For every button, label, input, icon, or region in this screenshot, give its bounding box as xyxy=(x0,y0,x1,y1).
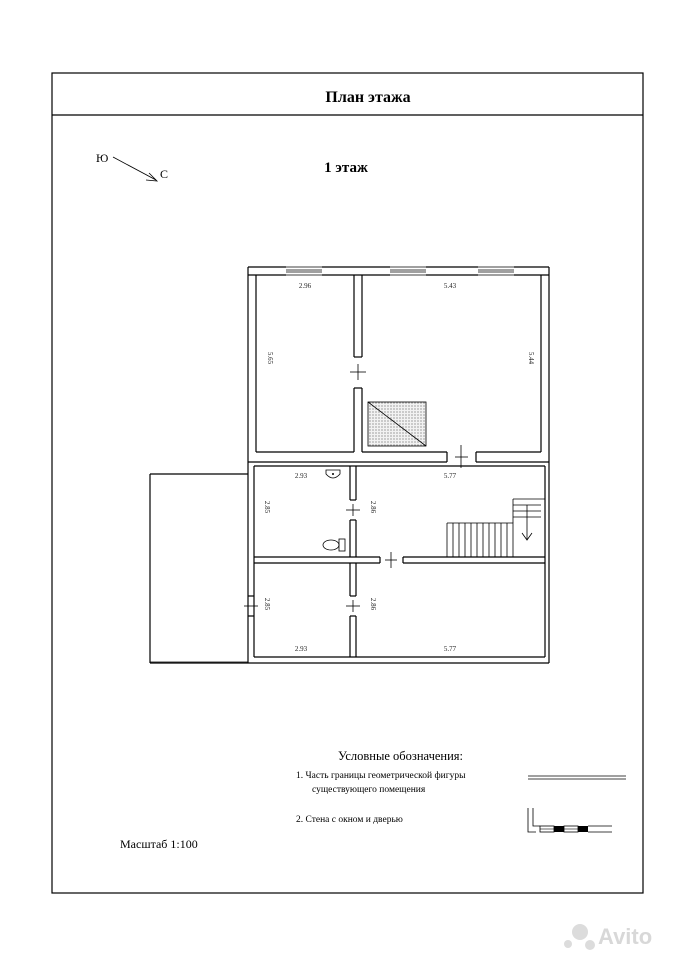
dim-room6-height: 2.86 xyxy=(369,598,377,611)
floor-label: 1 этаж xyxy=(324,160,368,176)
legend-item-1-line1: 1. Часть границы геометрической фигуры xyxy=(296,770,466,781)
dim-room1-width: 2.96 xyxy=(299,282,312,290)
legend-symbol-wall-window-door xyxy=(527,808,612,833)
window-top-3 xyxy=(478,266,514,276)
dim-hall-width: 5.77 xyxy=(444,472,457,480)
dim-room2-width: 5.43 xyxy=(444,282,457,290)
staircase xyxy=(446,498,545,557)
dim-hall-height: 2.86 xyxy=(369,501,377,514)
watermark-text: Avito xyxy=(598,924,652,949)
toilet-icon xyxy=(322,538,346,552)
legend-title: Условные обозначения: xyxy=(338,749,463,763)
compass-arrow: Ю С xyxy=(96,151,168,182)
legend-symbol-boundary xyxy=(528,775,626,780)
dim-room5-width: 2.93 xyxy=(295,645,308,653)
avito-watermark: Avito xyxy=(564,924,652,950)
dim-bath-width: 2.93 xyxy=(295,472,308,480)
dim-room5-height: 2.85 xyxy=(263,598,271,611)
scale-label: Масштаб 1:100 xyxy=(120,837,198,851)
sheet-title: План этажа xyxy=(325,89,410,106)
dim-bath-height: 2.85 xyxy=(263,501,271,514)
dim-room1-height: 5.65 xyxy=(266,352,274,365)
legend-item-2: 2. Стена с окном и дверью xyxy=(296,815,403,825)
dim-room6-width: 5.77 xyxy=(444,645,457,653)
window-top-2 xyxy=(390,266,426,276)
legend-item-1-line2: существующего помещения xyxy=(312,785,426,795)
sheet-frame xyxy=(51,72,644,894)
building-outline xyxy=(149,266,550,664)
compass-south-label: Ю xyxy=(96,151,108,165)
dim-room2-height: 5.44 xyxy=(527,352,535,365)
sink-icon xyxy=(325,469,341,479)
window-top-1 xyxy=(286,266,322,276)
annex-outline xyxy=(149,473,248,664)
compass-north-label: С xyxy=(160,167,168,181)
